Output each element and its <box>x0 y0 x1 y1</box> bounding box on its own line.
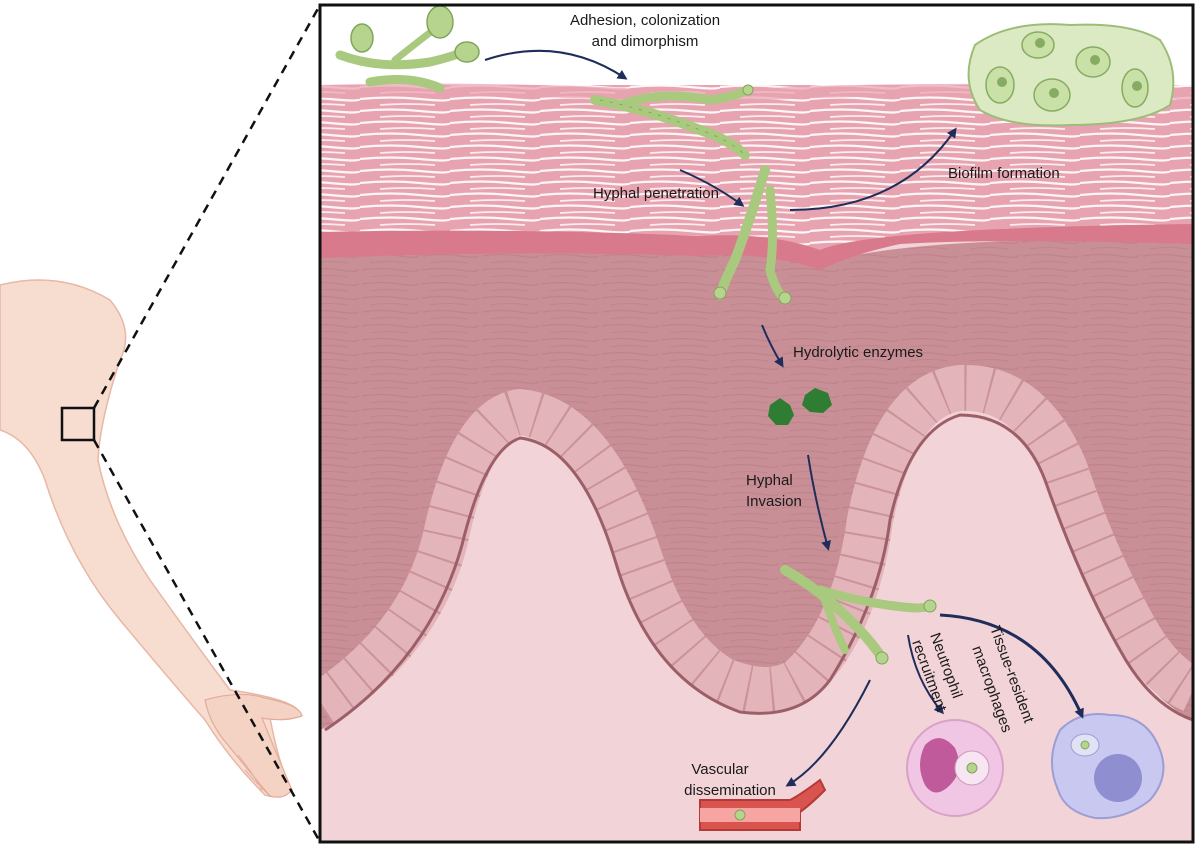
yeast-colony <box>335 5 480 93</box>
hyphae-surface <box>590 84 792 305</box>
hyphae-invasion <box>780 565 937 665</box>
arrows <box>484 49 1084 787</box>
zoom-box <box>60 406 96 442</box>
arrow-enzymes <box>761 324 784 368</box>
arrow-penetration <box>679 169 745 207</box>
label-adhesion-line1: Adhesion, colonization <box>570 12 720 29</box>
macrophage-cell <box>1050 713 1165 820</box>
tissue-panel <box>320 5 1193 842</box>
arrow-macrophage <box>939 613 1084 719</box>
label-biofilm: Biofilm formation <box>948 165 1060 182</box>
label-adhesion-line2: and dimorphism <box>592 33 699 50</box>
arm-illustration <box>0 279 303 798</box>
tissue-panel-border <box>318 3 1195 844</box>
blood-vessel <box>699 778 827 831</box>
zoom-line-top <box>92 4 322 409</box>
arrow-biofilm <box>789 127 957 211</box>
arrow-adhesion <box>484 49 628 80</box>
neutrophil-cell <box>906 719 1004 817</box>
epithelium-band <box>320 364 1193 725</box>
arrow-vascular <box>785 679 871 787</box>
arrow-neutrophil <box>907 634 944 715</box>
hydrolytic-enzymes <box>768 388 832 425</box>
label-vascular-line2: dissemination <box>684 782 776 799</box>
label-vascular-line1: Vascular <box>691 761 748 778</box>
label-hydrolytic-enzymes: Hydrolytic enzymes <box>793 344 923 361</box>
label-hyphal-penetration: Hyphal penetration <box>593 185 719 202</box>
label-hyphal-invasion-line1: Hyphal <box>746 472 793 489</box>
hand <box>204 693 303 798</box>
arrow-invasion <box>807 454 831 551</box>
label-hyphal-invasion-line2: Invasion <box>746 493 802 510</box>
zoom-line-bottom <box>92 439 322 843</box>
biofilm <box>967 23 1175 127</box>
